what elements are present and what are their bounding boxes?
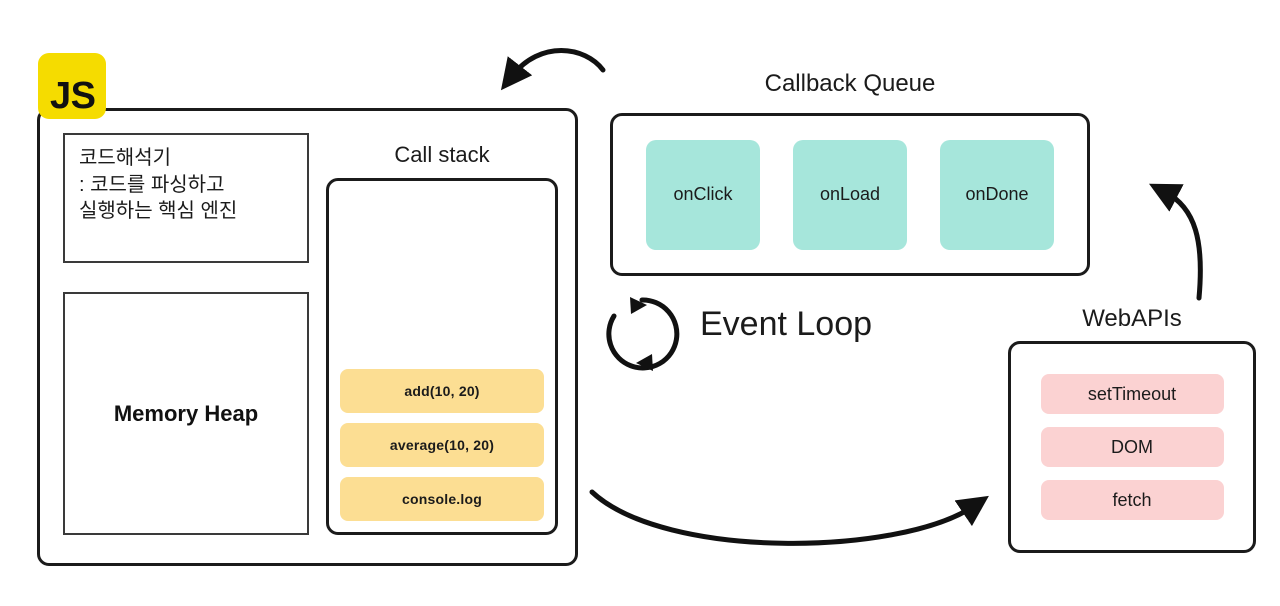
webapis-to-queue-arrow [1149, 183, 1203, 301]
event-loop-label: Event Loop [700, 305, 873, 343]
call-stack-frame: console.log [340, 477, 544, 521]
callback-queue-item: onDone [940, 139, 1054, 250]
memory-heap-box: Memory Heap [63, 292, 309, 535]
webapis-title: WebAPIs [1082, 305, 1182, 332]
webapi-item: setTimeout [1040, 374, 1224, 414]
js-logo-label: JS [50, 75, 96, 117]
interpreter-note-line-1: 코드해석기 [79, 147, 171, 169]
interpreter-note-line-2: : 코드를 파싱하고 [79, 173, 225, 196]
callback-queue-box: onClick onLoad onDone [610, 113, 1090, 276]
call-stack-frame: add(10, 20) [340, 369, 544, 413]
code-interpreter-note: 코드해석기 : 코드를 파싱하고 실행하는 핵심 엔진 [63, 133, 309, 263]
interpreter-note-line-3: 실행하는 핵심 엔진 [79, 200, 238, 223]
call-stack-frame: average(10, 20) [340, 423, 544, 467]
webapi-item: DOM [1040, 427, 1224, 467]
queue-to-engine-arrow [500, 48, 606, 91]
engine-to-webapis-arrow [589, 489, 989, 546]
event-loop-circular-refresh-icon [606, 297, 680, 371]
call-stack-title: Call stack [394, 142, 490, 167]
js-logo-badge: JS [38, 53, 106, 119]
callback-queue-title: Callback Queue [764, 70, 936, 97]
callback-queue-item: onClick [646, 139, 760, 250]
memory-heap-label: Memory Heap [113, 400, 259, 426]
webapi-item: fetch [1040, 480, 1224, 520]
webapis-box: setTimeout DOM fetch [1008, 341, 1256, 553]
call-stack-box: add(10, 20) average(10, 20) console.log [326, 178, 558, 535]
callback-queue-item: onLoad [793, 139, 907, 250]
